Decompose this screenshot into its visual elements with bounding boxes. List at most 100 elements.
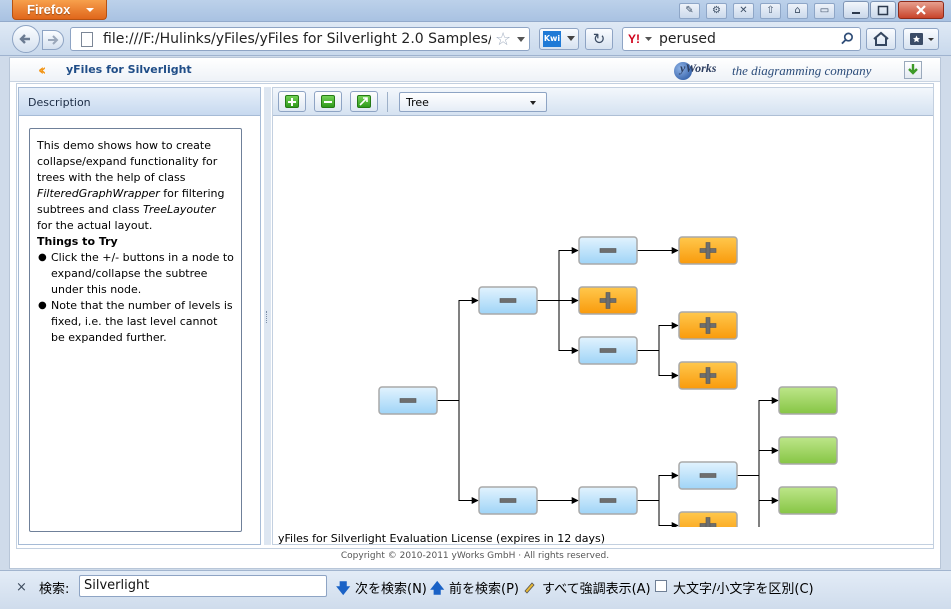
tree-edge: [437, 400, 479, 504]
graph-canvas[interactable]: yFiles for Silverlight Evaluation Licens…: [273, 117, 933, 565]
collapse-minus-icon[interactable]: [699, 473, 717, 478]
list-item: Click the +/- buttons in a node to expan…: [37, 250, 234, 298]
description-header: Description: [19, 88, 260, 116]
tree-edge: [637, 500, 679, 529]
tree-edge: [637, 350, 679, 379]
close-button[interactable]: [898, 1, 944, 19]
tree-edge: [737, 397, 779, 476]
tree-node-leaf: [778, 486, 838, 515]
close-icon: [916, 5, 926, 15]
tool-icon-2[interactable]: ⚙: [706, 3, 727, 19]
tree-node-collapsed[interactable]: [578, 286, 638, 315]
download-button[interactable]: [904, 61, 922, 79]
highlight-all-button[interactable]: すべて強調表示(A): [542, 582, 651, 597]
collapse-minus-icon[interactable]: [499, 498, 517, 503]
url-bar[interactable]: file:///F:/Hulinks/yFiles/yFiles for Sil…: [70, 27, 530, 51]
layout-select-value: Tree: [406, 96, 429, 109]
highlighter-icon: [524, 582, 535, 594]
forward-button[interactable]: [42, 30, 64, 50]
expand-plus-icon[interactable]: [699, 317, 717, 334]
chevron-down-icon: [645, 37, 652, 41]
firefox-menu-button[interactable]: Firefox: [12, 0, 107, 20]
tree-node-collapsed[interactable]: [678, 361, 738, 390]
description-title: Description: [28, 96, 91, 109]
navigation-toolbar: file:///F:/Hulinks/yFiles/yFiles for Sil…: [0, 22, 951, 56]
find-next-button[interactable]: 次を検索(N): [355, 582, 427, 597]
tagline: the diagramming company: [732, 63, 872, 78]
search-icon[interactable]: [841, 32, 854, 45]
find-input[interactable]: Silverlight: [79, 575, 327, 597]
kwi-logo: Kwi: [543, 31, 561, 47]
home-button[interactable]: [866, 28, 896, 50]
find-previous-button[interactable]: 前を検索(P): [449, 582, 519, 597]
layout-select[interactable]: Tree: [399, 92, 547, 112]
find-label: 検索:: [39, 582, 70, 597]
tool-icon-4[interactable]: ⇧: [760, 3, 781, 19]
match-case-label[interactable]: 大文字/小文字を区別(C): [673, 582, 814, 597]
tree-edge: [637, 322, 679, 351]
tool-icon-6[interactable]: ▭: [814, 3, 835, 19]
description-panel: Description This demo shows how to creat…: [18, 87, 261, 545]
download-arrow-icon: [908, 64, 918, 75]
search-input[interactable]: perused: [659, 31, 716, 47]
zoom-in-icon: [285, 95, 299, 108]
tool-icon-3[interactable]: ✕: [733, 3, 754, 19]
tree-node-collapsed[interactable]: [678, 311, 738, 340]
copyright-text: Copyright © 2010-2011 yWorks GmbH · All …: [340, 551, 610, 561]
back-button[interactable]: [12, 25, 40, 53]
zoom-in-button[interactable]: [278, 91, 306, 112]
tree-node-expanded[interactable]: [478, 486, 538, 515]
tree-node-collapsed[interactable]: [678, 511, 738, 540]
expand-plus-icon[interactable]: [699, 367, 717, 384]
maximize-icon: [877, 5, 889, 16]
collapse-minus-icon[interactable]: [399, 398, 417, 403]
tree-edge: [737, 475, 779, 554]
expand-plus-icon[interactable]: [699, 242, 717, 259]
app-header: ‹‹ yFiles for Silverlight yWorks the dia…: [10, 58, 940, 82]
reload-icon: ↻: [592, 30, 606, 48]
zoom-out-button[interactable]: [314, 91, 342, 112]
tree-node-expanded[interactable]: [678, 461, 738, 490]
double-chevron-left-icon[interactable]: ‹‹: [38, 61, 47, 79]
expand-plus-icon[interactable]: [599, 292, 617, 309]
arrow-up-icon: 🡅: [430, 581, 445, 597]
minimize-button[interactable]: [843, 1, 869, 19]
bookmark-star-icon[interactable]: ☆: [495, 29, 512, 50]
panel-splitter[interactable]: [264, 87, 271, 545]
collapse-minus-icon[interactable]: [499, 298, 517, 303]
intro-text: This demo shows how to create collapse/e…: [37, 139, 218, 184]
reload-button[interactable]: ↻: [585, 28, 613, 50]
yahoo-icon[interactable]: Y!: [628, 32, 640, 46]
tree-node-expanded[interactable]: [578, 486, 638, 515]
tree-node-expanded[interactable]: [378, 386, 438, 415]
search-bar[interactable]: Y! perused: [622, 27, 861, 51]
url-history-dropdown-icon[interactable]: [517, 37, 525, 42]
license-notice: yFiles for Silverlight Evaluation Licens…: [278, 532, 606, 545]
tool-icon-1[interactable]: ✎: [679, 3, 700, 19]
tree-node-expanded[interactable]: [578, 236, 638, 265]
description-intro: This demo shows how to create collapse/e…: [37, 138, 234, 234]
bookmarks-button[interactable]: [903, 28, 939, 50]
yworks-logo: yWorks: [674, 59, 722, 81]
tree-node-expanded[interactable]: [578, 336, 638, 365]
tool-icon-5[interactable]: ⌂: [787, 3, 808, 19]
chevron-down-icon: [530, 101, 536, 105]
kwi-addon-button[interactable]: Kwi: [539, 28, 579, 50]
page-icon: [81, 32, 93, 47]
collapse-minus-icon[interactable]: [599, 348, 617, 353]
fit-content-icon: [357, 95, 371, 108]
fit-content-button[interactable]: [350, 91, 378, 112]
firefox-menu-label: Firefox: [27, 2, 71, 17]
collapse-minus-icon[interactable]: [599, 248, 617, 253]
tree-node-expanded[interactable]: [478, 286, 538, 315]
collapse-minus-icon[interactable]: [599, 498, 617, 503]
match-case-checkbox[interactable]: [655, 580, 667, 592]
maximize-button[interactable]: [870, 1, 896, 19]
things-to-try-list: Click the +/- buttons in a node to expan…: [37, 250, 234, 346]
tree-node-leaf: [778, 436, 838, 465]
graph-toolbar: Tree: [273, 88, 933, 116]
tree-node-collapsed[interactable]: [678, 236, 738, 265]
close-findbar-icon[interactable]: ×: [16, 580, 27, 595]
url-text: file:///F:/Hulinks/yFiles/yFiles for Sil…: [103, 31, 491, 47]
